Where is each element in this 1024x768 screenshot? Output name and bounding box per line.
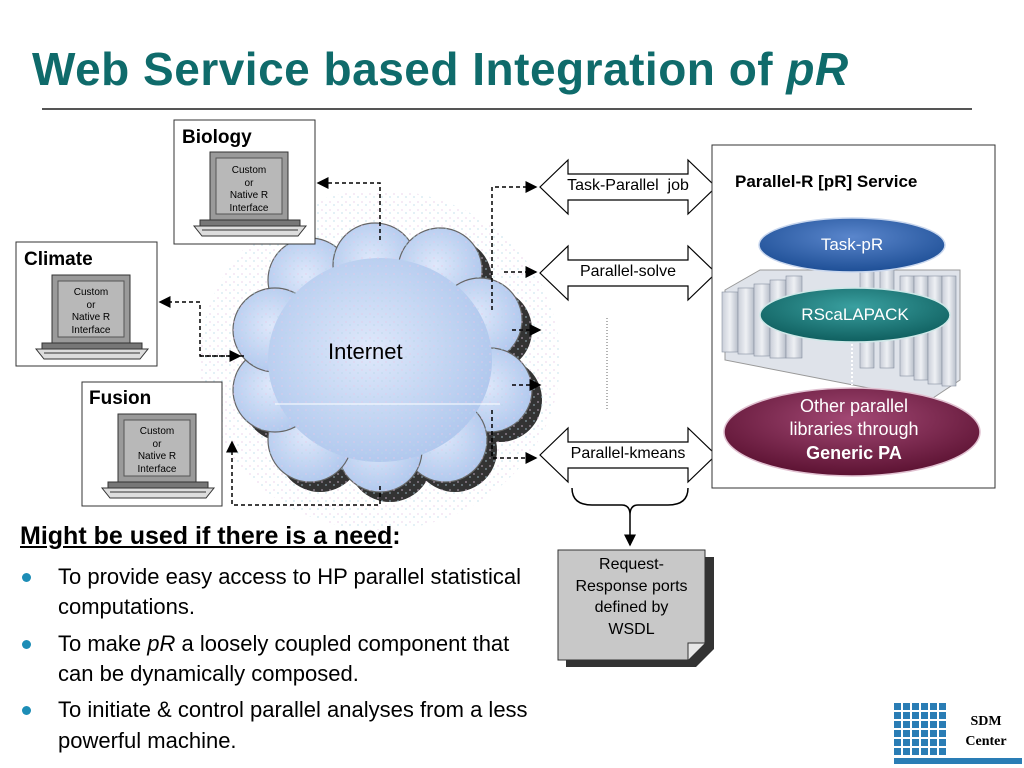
bullet-item: To provide easy access to HP parallel st…	[20, 562, 540, 623]
internet-cloud	[200, 190, 560, 530]
task-pr-label: Task-pR	[820, 235, 884, 254]
sdm-center-logo: SDM Center	[965, 714, 1007, 750]
internet-label: Internet	[328, 339, 403, 364]
client-connectors	[158, 177, 381, 506]
parallel-kmeans-label: Parallel-kmeans	[570, 445, 686, 462]
other-libraries-ellipse	[723, 387, 981, 477]
sdm-logo-grid	[894, 703, 1022, 764]
wsdl-note	[557, 549, 714, 667]
biology-client	[173, 119, 316, 245]
task-parallel-job-label: Task-Parallel job	[567, 177, 689, 194]
parallel-solve-label: Parallel-solve	[579, 263, 677, 280]
port-connectors	[491, 181, 542, 464]
climate-client	[15, 241, 158, 367]
bullet-item: To make pR a loosely coupled component t…	[20, 629, 540, 690]
fusion-client	[81, 381, 223, 507]
bullet-item: To initiate & control parallel analyses …	[20, 695, 540, 756]
task-pr-ellipse	[758, 217, 946, 273]
rscalapack-label: RScaLAPACK	[801, 305, 909, 324]
rscalapack-ellipse	[759, 287, 951, 343]
title-divider	[42, 108, 972, 110]
section-heading: Might be used if there is a need:	[20, 522, 401, 550]
climate-label: Climate	[24, 249, 93, 270]
biology-label: Biology	[182, 127, 252, 148]
ports-brace	[571, 487, 689, 516]
bullet-list: To provide easy access to HP parallel st…	[20, 562, 540, 762]
service-title: Parallel-R [pR] Service	[735, 172, 918, 191]
fusion-label: Fusion	[89, 388, 152, 409]
page-title: Web Service based Integration of pR	[32, 43, 849, 95]
other-libraries-label: Other parallel libraries through Generic…	[789, 396, 919, 463]
